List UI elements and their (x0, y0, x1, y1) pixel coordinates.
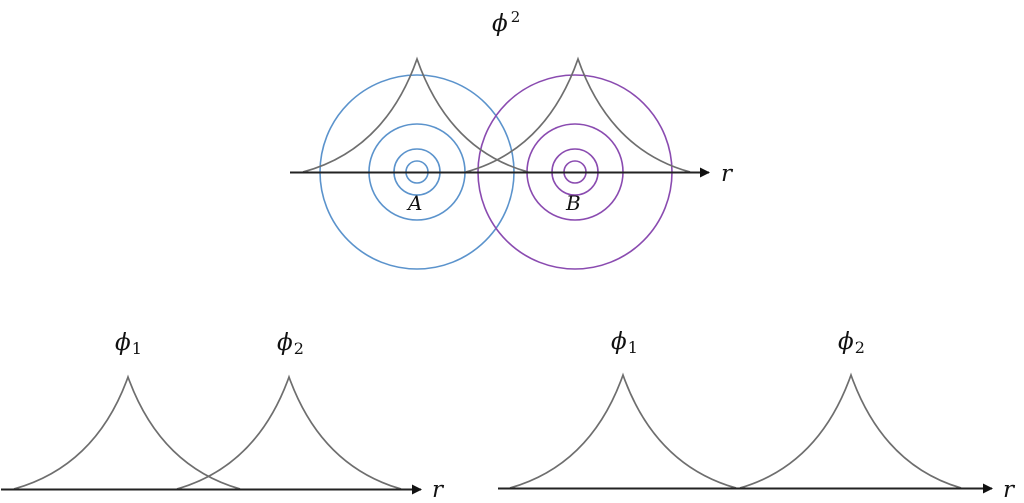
bottom-left-r-axis-label: r (432, 477, 445, 503)
bottom-left-phi2-curve (176, 374, 402, 490)
atom-b-label: B (565, 191, 581, 215)
bottom-right-panel: ϕ1 ϕ2 r (498, 329, 1016, 503)
bottom-right-phi1-curve (509, 372, 737, 489)
bottom-right-r-axis-label: r (1003, 477, 1016, 503)
top-orbital-a-curve (302, 56, 529, 173)
bottom-right-phi2-curve (739, 372, 962, 489)
bottom-left-panel: ϕ1 ϕ2 r (1, 330, 445, 503)
bottom-left-phi2-label: ϕ2 (277, 330, 304, 358)
bottom-left-phi1-curve (13, 374, 241, 490)
top-r-axis-label: r (721, 161, 734, 187)
bottom-left-phi1-label: ϕ1 (115, 330, 142, 358)
bottom-right-phi2-label: ϕ2 (838, 329, 865, 357)
atom-a-label: A (406, 191, 422, 215)
top-orbital-b-curve (465, 56, 691, 173)
bottom-right-phi1-label: ϕ1 (611, 329, 638, 357)
